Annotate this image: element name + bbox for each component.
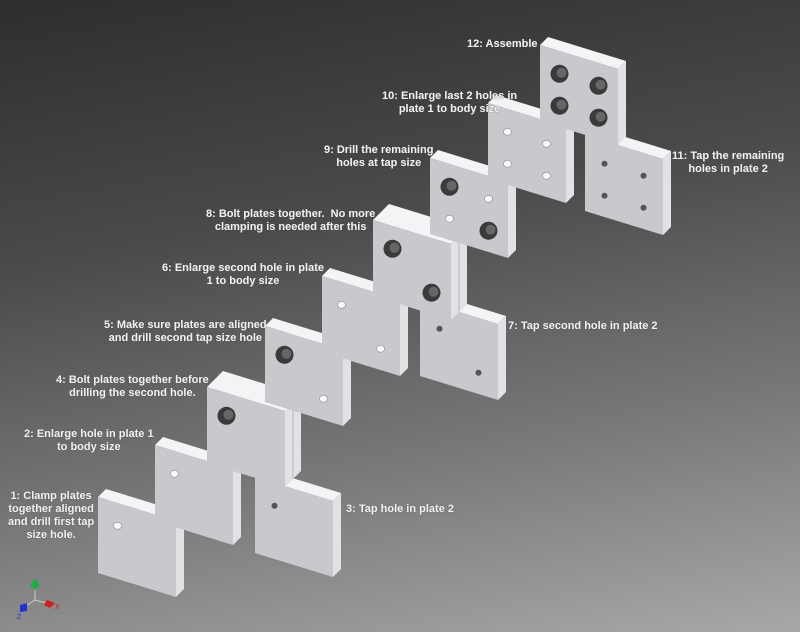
through-hole <box>376 344 385 353</box>
through-hole <box>542 140 551 148</box>
bolt-socket <box>446 180 457 191</box>
through-hole <box>319 394 328 403</box>
bolt-socket <box>485 224 496 235</box>
bolt-socket <box>556 99 567 110</box>
through-hole <box>113 521 122 530</box>
plate-side-face <box>508 174 516 258</box>
plate-step-3 <box>255 469 341 577</box>
plate-side-face <box>233 461 241 545</box>
through-hole <box>337 300 346 309</box>
bolt-socket <box>281 348 292 359</box>
tapped-hole <box>601 192 608 199</box>
x-axis-label: X <box>55 604 60 611</box>
bolt-socket <box>595 111 606 122</box>
step-9-label: 9: Drill the remaining holes at tap size <box>324 144 434 169</box>
through-hole <box>445 214 454 223</box>
plate-step-9 <box>430 150 516 258</box>
plate-top-face <box>540 37 626 69</box>
z-axis-arrow <box>20 603 27 612</box>
y-axis-arrow <box>30 578 40 590</box>
plate-side-face <box>566 119 574 203</box>
plate-side-face <box>343 342 351 426</box>
z-axis-label: Z <box>17 614 22 621</box>
plate-step-12 <box>540 37 626 145</box>
step-12-label: 12: Assemble <box>467 38 538 50</box>
step-8-label: 8: Bolt plates together. No more clampin… <box>206 208 376 233</box>
step-1-label: 1: Clamp plates together aligned and dri… <box>8 490 95 541</box>
bolt-socket <box>556 67 567 78</box>
tapped-hole <box>475 369 482 376</box>
tapped-hole <box>640 172 647 179</box>
step-7-label: 7: Tap second hole in plate 2 <box>508 320 658 332</box>
plate-step-10 <box>488 95 574 203</box>
plate-front-face <box>255 477 333 577</box>
tapped-hole <box>601 160 608 167</box>
plate-side-face <box>333 493 341 577</box>
x-axis-arrow <box>44 600 55 608</box>
plate-side-face <box>176 513 184 597</box>
step-4-label: 4: Bolt plates together before drilling … <box>56 374 209 399</box>
bolt-socket <box>389 242 400 253</box>
tapped-hole <box>271 502 278 509</box>
through-hole <box>503 159 512 168</box>
plate-side-face <box>498 316 506 400</box>
plate-step-11 <box>585 127 671 235</box>
plate-side-face <box>400 292 408 376</box>
step-10-label: 10: Enlarge last 2 holes in plate 1 to b… <box>382 90 518 115</box>
bolt-socket <box>428 286 439 297</box>
plate-side-face <box>663 151 671 235</box>
step-5-label: 5: Make sure plates are aligned and dril… <box>104 319 267 344</box>
step-6-label: 6: Enlarge second hole in plate 1 to bod… <box>162 262 324 287</box>
axis-triad: X Z <box>17 578 60 621</box>
plate-step-2 <box>155 437 241 545</box>
bolt-socket <box>223 409 234 420</box>
step-11-label: 11: Tap the remaining holes in plate 2 <box>672 150 785 175</box>
step-3-label: 3: Tap hole in plate 2 <box>346 503 454 515</box>
through-hole <box>542 171 551 180</box>
through-hole <box>503 128 512 136</box>
bolt-socket <box>595 79 606 90</box>
tapped-hole <box>640 204 647 211</box>
through-hole <box>484 195 493 203</box>
tapped-hole <box>436 325 443 332</box>
through-hole <box>170 469 179 478</box>
plate-side-face <box>618 61 626 145</box>
step-2-label: 2: Enlarge hole in plate 1 to body size <box>24 428 154 453</box>
